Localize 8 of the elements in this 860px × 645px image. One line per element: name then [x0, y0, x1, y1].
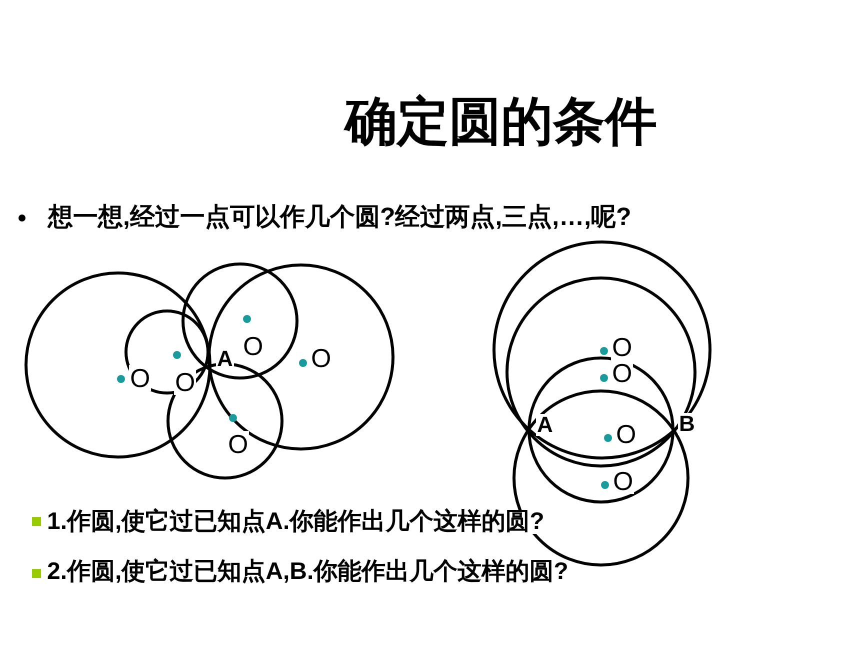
question-text: 2.作圆,使它过已知点A,B.你能作出几个这样的圆? — [47, 560, 568, 584]
center-label: O — [174, 369, 196, 395]
point-label: A — [536, 414, 554, 436]
question-text: 想一想,经过一点可以作几个圆?经过两点,三点,…,呢? — [48, 205, 632, 230]
question-text: 1.作圆,使它过已知点A.你能作出几个这样的圆? — [47, 510, 544, 534]
point-label: B — [678, 413, 696, 435]
center-label: O — [129, 365, 152, 391]
slide-title: 确定圆的条件 — [345, 96, 657, 148]
